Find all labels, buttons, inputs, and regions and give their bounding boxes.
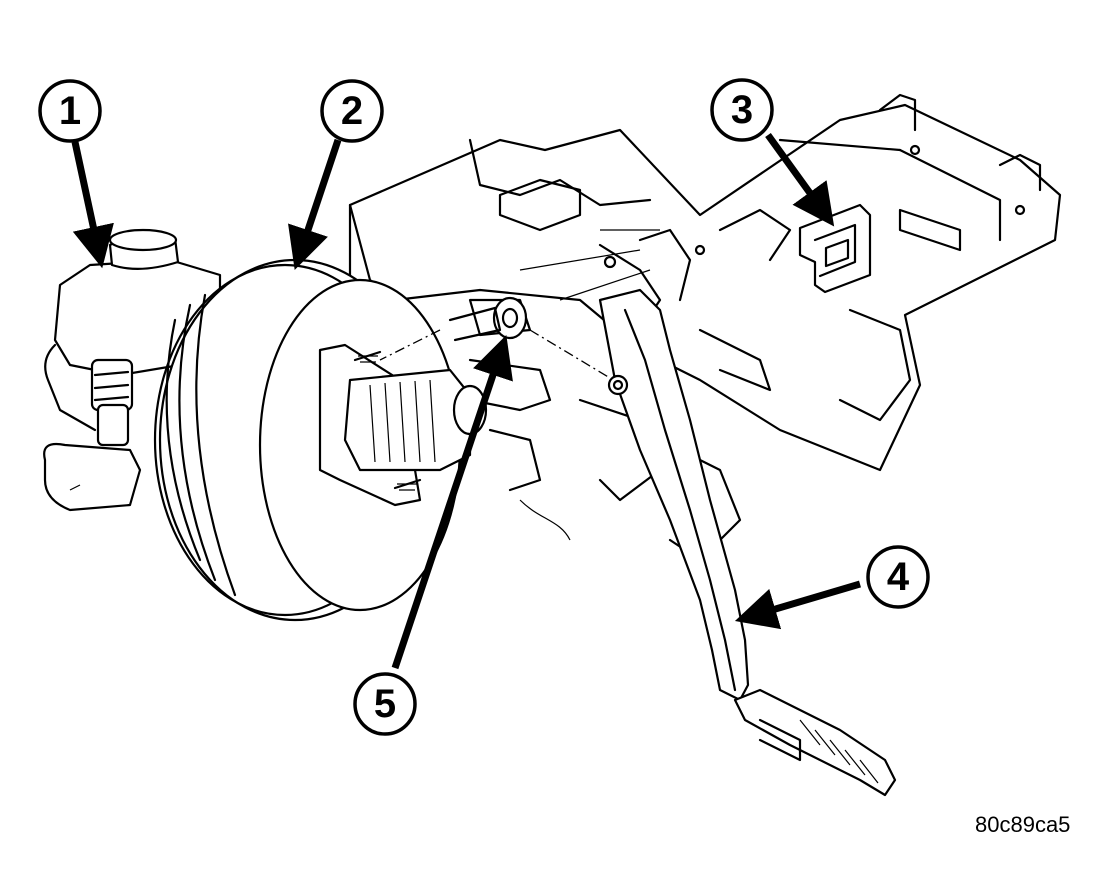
callout-5: 5: [353, 672, 417, 736]
leader-1: [71, 141, 114, 269]
callout-4-label: 4: [887, 555, 910, 599]
push-rod-retainer: [379, 296, 611, 379]
leader-3: [765, 132, 835, 227]
callout-2: 2: [320, 79, 384, 143]
leader-lines: [71, 132, 861, 670]
callout-3: 3: [710, 78, 774, 142]
power-brake-booster: [153, 258, 488, 622]
brake-pedal: [598, 228, 897, 797]
leader-4: [734, 580, 861, 630]
leader-2: [288, 138, 342, 270]
callout-1: 1: [38, 79, 102, 143]
pedal-position-clip: [798, 203, 872, 294]
figure-reference-code: 80c89ca5: [975, 812, 1070, 837]
callout-4: 4: [866, 545, 930, 609]
callout-2-label: 2: [341, 89, 363, 133]
callout-5-label: 5: [374, 682, 396, 726]
pedal-support-bracket: [348, 93, 1062, 562]
callout-3-label: 3: [731, 88, 753, 132]
leader-5: [391, 335, 513, 670]
callout-1-label: 1: [59, 89, 81, 133]
